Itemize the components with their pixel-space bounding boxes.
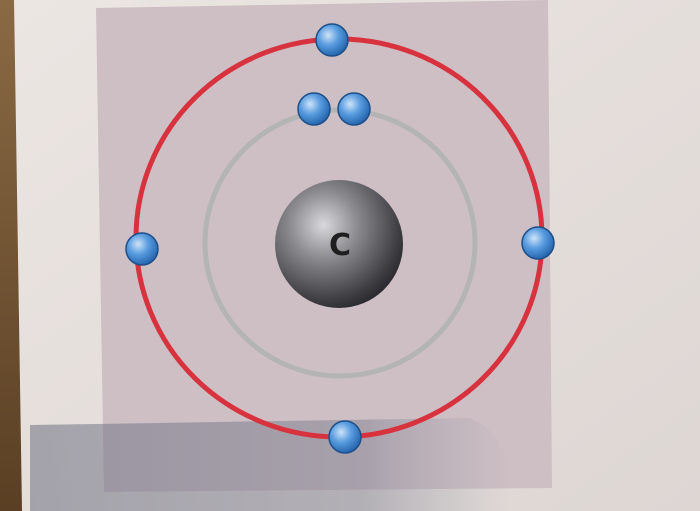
electron xyxy=(297,92,331,126)
outer-shell-electrons xyxy=(125,23,555,454)
electron xyxy=(328,420,362,454)
hand-shadow xyxy=(30,418,509,511)
wood-edge xyxy=(0,0,22,511)
electron xyxy=(521,226,555,260)
inner-shell-electrons xyxy=(297,92,371,126)
electron xyxy=(315,23,349,57)
nucleus-symbol: C xyxy=(329,228,351,263)
electron xyxy=(125,232,159,266)
nucleus: C xyxy=(275,180,403,308)
electron xyxy=(337,92,371,126)
